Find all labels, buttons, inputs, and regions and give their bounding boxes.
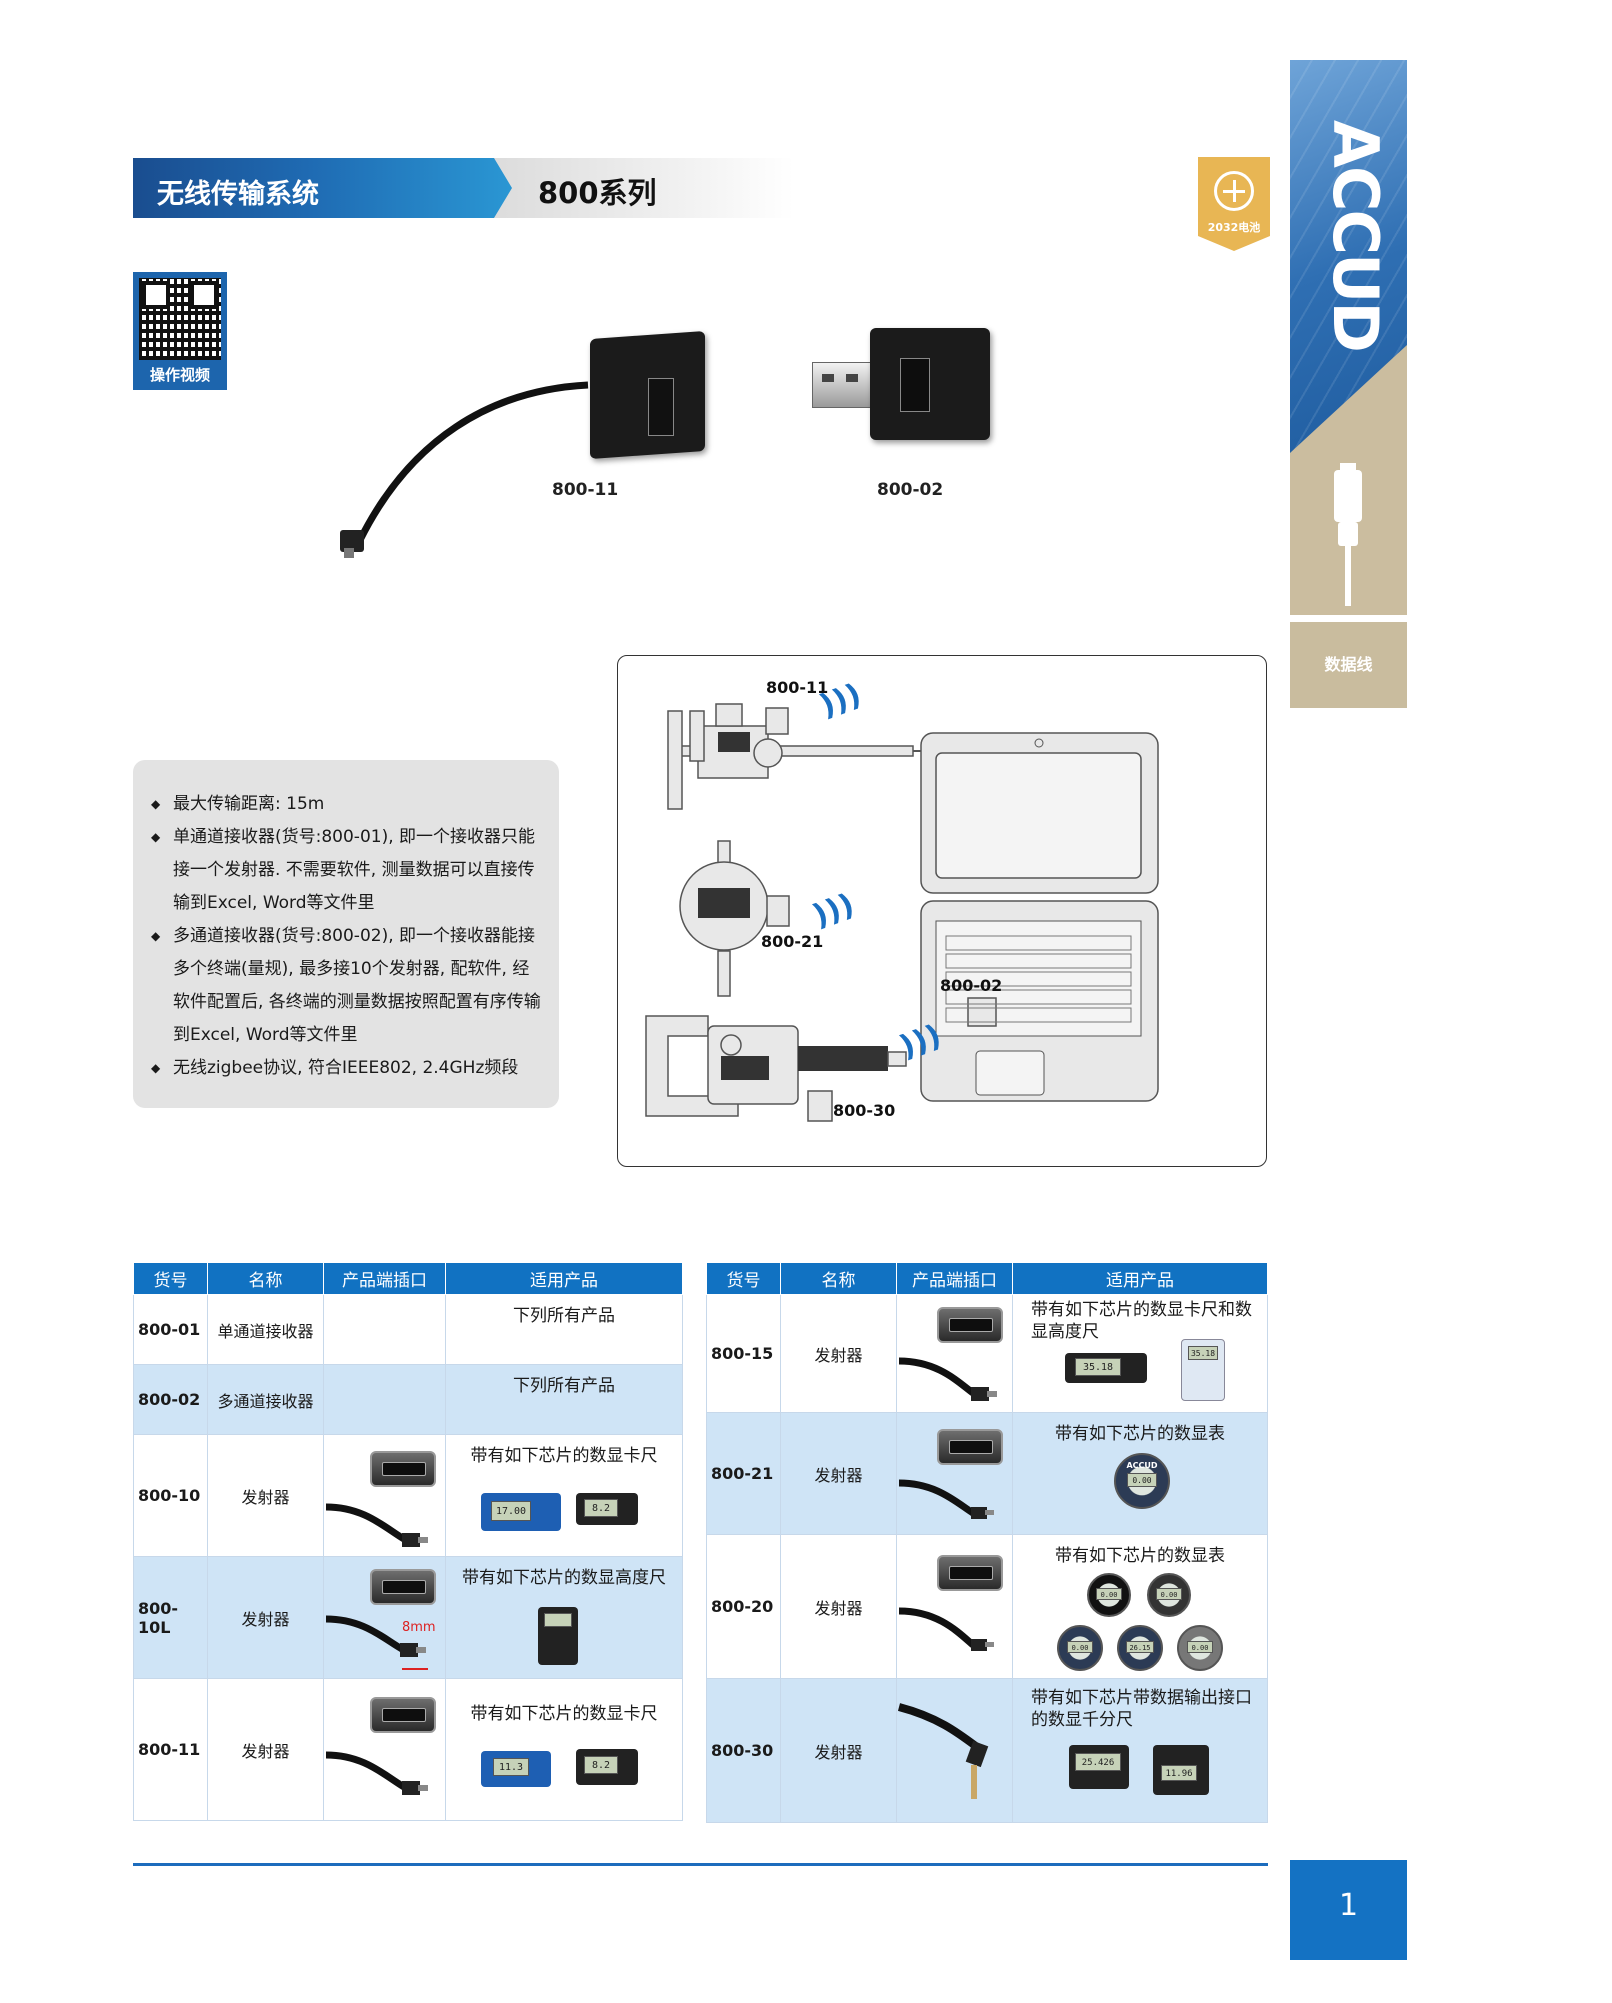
page-number: 1 <box>1290 1860 1407 1960</box>
series-title: 800系列 <box>538 176 657 210</box>
system-diagram: 800-11 800-21 800-30 800-02 ))) ))) ))) <box>617 655 1267 1167</box>
diagram-label-800-30: 800-30 <box>833 1101 896 1120</box>
features-box: 最大传输距离: 15m 单通道接收器(货号:800-01), 即一个接收器只能接… <box>133 760 559 1108</box>
usb-cable-icon <box>1334 463 1362 606</box>
table-row: 800-01 单通道接收器 下列所有产品 <box>133 1294 683 1365</box>
battery-icon <box>1214 171 1254 211</box>
sidebar-category: 数据线 <box>1290 622 1407 708</box>
header-code: 货号 <box>706 1262 781 1295</box>
feature-item: 多通道接收器(货号:800-02), 即一个接收器能接多个终端(量规), 最多接… <box>151 920 541 1052</box>
footer-divider <box>133 1863 1268 1866</box>
header-code: 货号 <box>133 1262 208 1295</box>
header-applies: 适用产品 <box>445 1262 683 1295</box>
product-800-02-photo <box>812 328 997 443</box>
header-name: 名称 <box>780 1262 897 1295</box>
port-image <box>323 1434 446 1557</box>
table-row: 800-02 多通道接收器 下列所有产品 <box>133 1364 683 1435</box>
port-image <box>896 1412 1013 1535</box>
sidebar-brand-panel <box>1290 60 1407 470</box>
diagram-label-800-11: 800-11 <box>766 678 829 697</box>
feature-item: 最大传输距离: 15m <box>151 788 541 821</box>
table-row: 800-21 发射器 带有如下芯片的数显表 ACCUD 0.00 <box>706 1412 1268 1535</box>
product-800-11-photo <box>330 330 710 560</box>
product-800-11-caption: 800-11 <box>552 480 619 500</box>
compatibility-table-right: 货号 名称 产品端插口 适用产品 800-15 发射器 带有如下芯片的数显卡尺和… <box>706 1262 1268 1823</box>
brand-logo: ACCUD <box>1319 120 1392 351</box>
diagram-label-800-21: 800-21 <box>761 932 824 951</box>
compatibility-table-left: 货号 名称 产品端插口 适用产品 800-01 单通道接收器 下列所有产品 80… <box>133 1262 683 1821</box>
feature-item: 单通道接收器(货号:800-01), 即一个接收器只能接一个发射器. 不需要软件… <box>151 821 541 920</box>
qr-code-image <box>139 278 221 360</box>
product-800-02-caption: 800-02 <box>877 480 944 500</box>
port-image <box>896 1534 1013 1679</box>
section-title: 无线传输系统 <box>157 179 319 210</box>
port-image <box>896 1678 1013 1823</box>
table-row: 800-10L 发射器 8mm 带有如下芯片的数显高度尺 <box>133 1556 683 1679</box>
table-header-row: 货号 名称 产品端插口 适用产品 <box>706 1262 1268 1295</box>
battery-badge: 2032电池 <box>1198 157 1270 251</box>
header-name: 名称 <box>207 1262 324 1295</box>
header-applies: 适用产品 <box>1012 1262 1268 1295</box>
table-row: 800-30 发射器 带有如下芯片带数据输出接口的数显千分尺 25.426 11… <box>706 1678 1268 1823</box>
table-row: 800-15 发射器 带有如下芯片的数显卡尺和数显高度尺 35.18 35.18 <box>706 1294 1268 1413</box>
diagram-label-800-02: 800-02 <box>940 976 1003 995</box>
feature-item: 无线zigbee协议, 符合IEEE802, 2.4GHz频段 <box>151 1052 541 1085</box>
port-image <box>323 1678 446 1821</box>
qr-code[interactable]: 操作视频 <box>133 272 227 390</box>
table-row: 800-20 发射器 带有如下芯片的数显表 0.00 0.00 0.00 26.… <box>706 1534 1268 1679</box>
battery-label: 2032电池 <box>1207 221 1261 234</box>
header-port: 产品端插口 <box>896 1262 1013 1295</box>
header-port: 产品端插口 <box>323 1262 446 1295</box>
table-row: 800-11 发射器 带有如下芯片的数显卡尺 11.3 8.2 <box>133 1678 683 1821</box>
table-header-row: 货号 名称 产品端插口 适用产品 <box>133 1262 683 1295</box>
qr-label: 操作视频 <box>149 366 210 384</box>
table-row: 800-10 发射器 带有如下芯片的数显卡尺 17.00 8.2 <box>133 1434 683 1557</box>
port-image <box>896 1294 1013 1413</box>
section-title-banner: 无线传输系统 <box>133 158 528 218</box>
diagram-drawing <box>645 703 1159 1122</box>
series-title-banner: 800系列 <box>494 158 794 218</box>
port-image: 8mm <box>323 1556 446 1679</box>
